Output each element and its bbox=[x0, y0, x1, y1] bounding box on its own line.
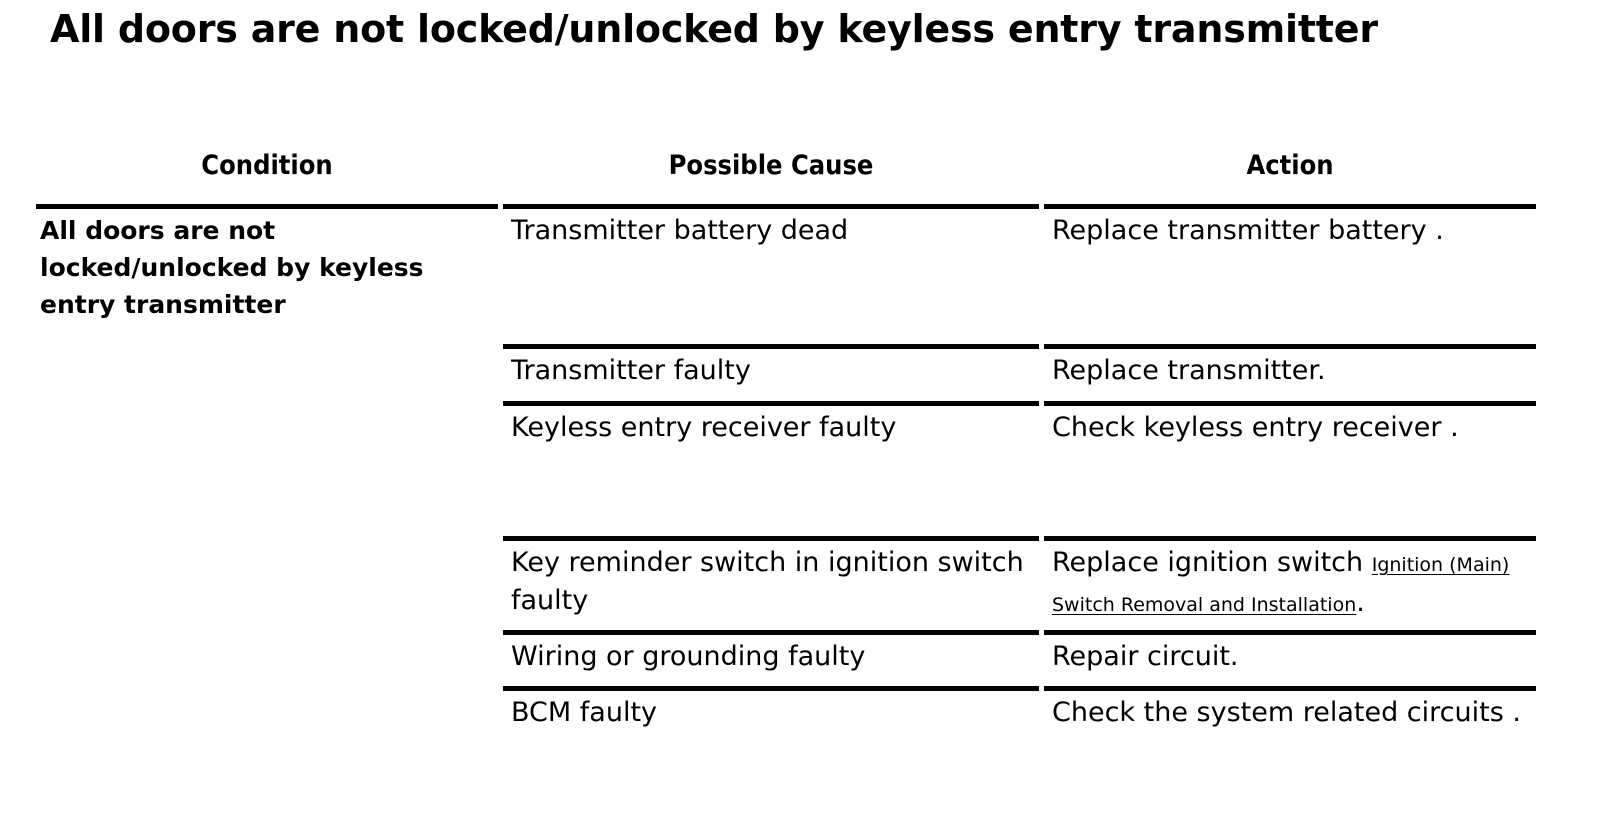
column-header-condition: Condition bbox=[201, 150, 333, 181]
table-row: Wiring or grounding faulty Repair circui… bbox=[36, 630, 1536, 689]
action-text: Replace transmitter battery bbox=[1052, 215, 1436, 246]
action-text: Check keyless entry receiver bbox=[1052, 412, 1451, 443]
action-cell: Replace transmitter battery . bbox=[1044, 204, 1536, 347]
possible-cause-cell: Transmitter faulty bbox=[503, 344, 1039, 404]
possible-cause-cell: Keyless entry receiver faulty bbox=[503, 401, 1039, 539]
possible-cause-cell: Key reminder switch in ignition switch f… bbox=[503, 536, 1039, 633]
action-text: Repair circuit. bbox=[1052, 641, 1239, 672]
possible-cause-cell: Wiring or grounding faulty bbox=[503, 630, 1039, 689]
action-text: Check the system related circuits bbox=[1052, 697, 1513, 728]
action-tail: . bbox=[1356, 587, 1365, 618]
possible-cause-cell: Transmitter battery dead bbox=[503, 204, 1039, 347]
table-row: All doors are not locked/unlocked by key… bbox=[36, 204, 1536, 794]
action-cell: Check keyless entry receiver . bbox=[1044, 401, 1536, 539]
action-cell: Replace ignition switch Ignition (Main) … bbox=[1044, 536, 1536, 633]
table-body: All doors are not locked/unlocked by key… bbox=[36, 204, 1536, 794]
action-cell: Replace transmitter. bbox=[1044, 344, 1536, 404]
column-header-action: Action bbox=[1246, 150, 1334, 181]
table-row: Transmitter faulty Replace transmitter. bbox=[36, 344, 1536, 404]
action-xref-link[interactable]: Ignition (Main) Switch Removal and Insta… bbox=[1052, 554, 1510, 616]
action-cell: Repair circuit. bbox=[1044, 630, 1536, 689]
table-header-row: Condition Possible Cause Action bbox=[36, 150, 1536, 207]
diagnostic-table: Condition Possible Cause Action All door… bbox=[36, 150, 1536, 794]
table-row: Keyless entry receiver faulty Check keyl… bbox=[36, 401, 1536, 539]
action-text: Replace transmitter. bbox=[1052, 355, 1326, 386]
diagnostic-table-wrapper: Condition Possible Cause Action All door… bbox=[36, 150, 1536, 794]
page-title: All doors are not locked/unlocked by key… bbox=[50, 7, 1378, 51]
table-row: Key reminder switch in ignition switch f… bbox=[36, 536, 1536, 633]
action-tail: . bbox=[1512, 697, 1521, 728]
condition-cell: All doors are not locked/unlocked by key… bbox=[36, 204, 498, 794]
action-cell: Check the system related circuits . bbox=[1044, 686, 1536, 794]
table-header: Condition Possible Cause Action bbox=[36, 150, 1536, 207]
action-text: Replace ignition switch bbox=[1052, 547, 1372, 578]
table-row: BCM faulty Check the system related circ… bbox=[36, 686, 1536, 794]
action-tail: . bbox=[1450, 412, 1459, 443]
possible-cause-cell: BCM faulty bbox=[503, 686, 1039, 794]
action-tail: . bbox=[1435, 215, 1444, 246]
column-header-possible-cause: Possible Cause bbox=[668, 150, 874, 181]
